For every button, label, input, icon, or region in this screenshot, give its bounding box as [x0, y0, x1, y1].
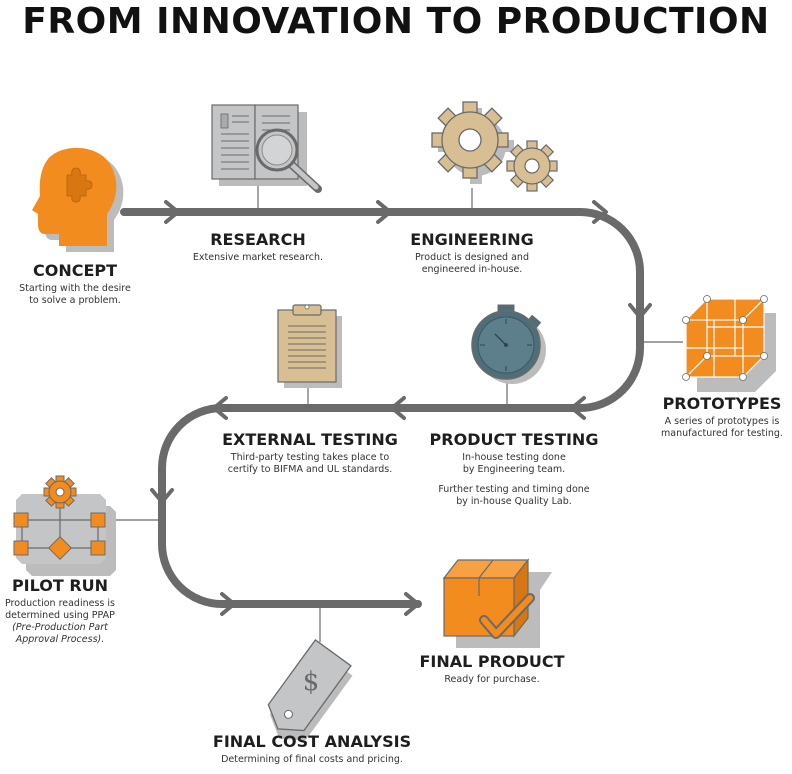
step-pilot-run: PILOT RUN Production readiness is determ… — [0, 576, 120, 646]
step-concept: CONCEPT Starting with the desire to solv… — [0, 261, 150, 307]
arrow-3 — [592, 200, 608, 224]
step-description: Product is designed and engineered in-ho… — [415, 252, 529, 275]
step-title: EXTERNAL TESTING — [222, 430, 398, 449]
step-final-cost-analysis: FINAL COST ANALYSIS Determining of final… — [202, 732, 422, 766]
page-title: FROM INNOVATION TO PRODUCTION — [22, 1, 770, 42]
arrow-5 — [570, 396, 586, 420]
flow-path — [120, 208, 644, 608]
step-title: CONCEPT — [32, 261, 118, 280]
step-description: Ready for purchase. — [444, 674, 540, 685]
pilot-gear — [43, 475, 77, 509]
arrow-9 — [220, 592, 236, 616]
step-final-product: FINAL PRODUCT Ready for purchase. — [412, 652, 572, 686]
arrow-7 — [212, 396, 228, 420]
clipboard-icon — [277, 304, 342, 388]
step-title: FINAL PRODUCT — [419, 652, 565, 671]
wireframe-cube-icon — [682, 295, 776, 392]
price-tag-symbol: $ — [303, 667, 320, 697]
step-prototypes: PROTOTYPES A series of prototypes is man… — [652, 394, 792, 440]
step-title: PROTOTYPES — [662, 394, 782, 413]
arrow-6 — [390, 396, 406, 420]
stopwatch-icon — [471, 304, 546, 384]
arrow-4 — [628, 303, 652, 319]
step-description: Starting with the desire to solve a prob… — [19, 283, 131, 306]
gears-icon — [431, 101, 558, 192]
step-title: ENGINEERING — [410, 230, 534, 249]
step-title: PRODUCT TESTING — [429, 430, 599, 449]
step-title: PILOT RUN — [11, 576, 109, 595]
book-magnifier-icon — [211, 104, 322, 193]
price-tag-icon: $ — [267, 639, 353, 741]
step-description: Production readiness is determined using… — [5, 598, 115, 645]
step-description: Extensive market research. — [192, 252, 324, 263]
flow-arrows — [150, 200, 652, 616]
step-description: Third-party testing takes place to certi… — [227, 452, 393, 475]
step-description: A series of prototypes is manufactured f… — [661, 416, 783, 439]
arrow-10 — [404, 592, 420, 616]
process-flow-icon — [13, 475, 116, 576]
box-check-icon — [442, 558, 552, 648]
arrow-8 — [150, 488, 174, 504]
step-title: RESEARCH — [210, 230, 306, 249]
step-description-secondary: Further testing and timing done by in-ho… — [438, 484, 590, 507]
step-title: FINAL COST ANALYSIS — [212, 732, 412, 751]
step-description: In-house testing done by Engineering tea… — [462, 452, 566, 475]
step-description: Determining of final costs and pricing. — [221, 754, 403, 765]
large-gear — [431, 101, 509, 179]
arrow-2 — [376, 200, 392, 224]
arrow-1 — [164, 200, 180, 224]
step-external-testing: EXTERNAL TESTING Third-party testing tak… — [210, 430, 410, 476]
head-puzzle-icon — [32, 147, 124, 252]
step-product-testing: PRODUCT TESTING In-house testing done by… — [424, 430, 604, 508]
step-research: RESEARCH Extensive market research. — [178, 230, 338, 264]
step-engineering: ENGINEERING Product is designed and engi… — [392, 230, 552, 276]
small-gear — [506, 140, 558, 192]
